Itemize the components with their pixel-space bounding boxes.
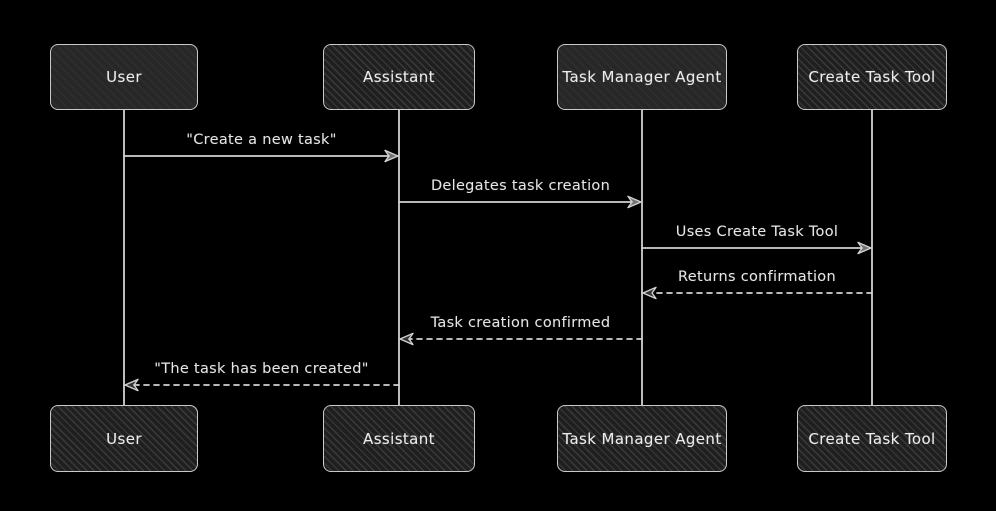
- actor-top-box-task-manager-agent: Task Manager Agent: [557, 44, 727, 110]
- actor-bottom-box-user: User: [50, 405, 198, 472]
- actor-top-box-user: User: [50, 44, 198, 110]
- message-arrowhead-5: [399, 332, 414, 346]
- message-arrowhead-2: [627, 195, 642, 209]
- message-arrowhead-6: [124, 378, 139, 392]
- actor-label: Task Manager Agent: [562, 429, 722, 448]
- actor-label: Create Task Tool: [808, 429, 936, 448]
- actor-top-box-assistant: Assistant: [323, 44, 475, 110]
- actor-label: Assistant: [363, 68, 435, 86]
- actor-label: Assistant: [363, 429, 435, 448]
- message-arrowhead-3: [857, 241, 872, 255]
- message-label-3: Uses Create Task Tool: [675, 224, 839, 240]
- actor-bottom-box-task-manager-agent: Task Manager Agent: [557, 405, 727, 472]
- message-label-6: "The task has been created": [154, 361, 369, 377]
- actor-top-box-create-task-tool: Create Task Tool: [797, 44, 947, 110]
- message-arrowhead-4: [642, 286, 657, 300]
- message-label-4: Returns confirmation: [678, 269, 836, 285]
- actor-label: Task Manager Agent: [562, 68, 722, 86]
- actor-bottom-box-assistant: Assistant: [323, 405, 475, 472]
- actor-label: User: [106, 429, 142, 448]
- message-label-5: Task creation confirmed: [430, 315, 611, 331]
- message-label-1: "Create a new task": [186, 132, 337, 148]
- actor-label: Create Task Tool: [808, 68, 936, 86]
- actor-label: User: [106, 68, 142, 86]
- message-label-2: Delegates task creation: [430, 178, 611, 194]
- actor-bottom-box-create-task-tool: Create Task Tool: [797, 405, 947, 472]
- message-arrowhead-1: [384, 149, 399, 163]
